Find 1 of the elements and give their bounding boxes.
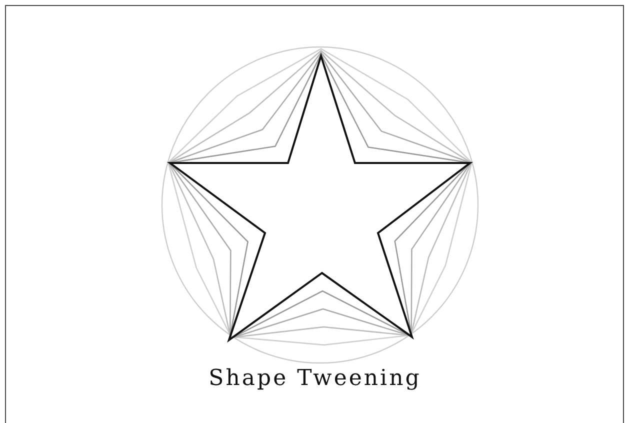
caption: Shape Tweening — [208, 366, 422, 391]
